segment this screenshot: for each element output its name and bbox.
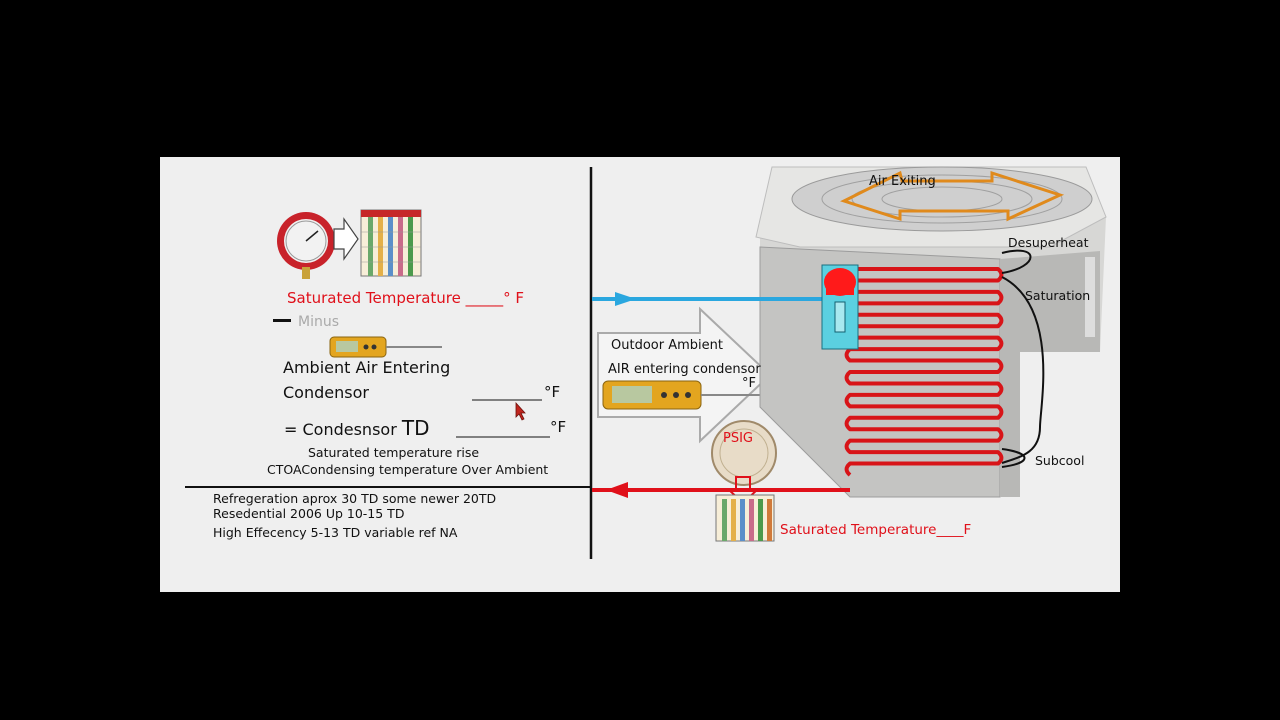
air-exiting-arrow bbox=[840, 170, 1065, 222]
degree-f-label: °F bbox=[742, 376, 756, 391]
minus-dash bbox=[273, 319, 291, 322]
saturated-temperature-bottom-label: Saturated Temperature____F bbox=[780, 522, 972, 538]
liquid-line bbox=[592, 482, 850, 498]
condenser-td-prefix: = Condesnsor bbox=[284, 420, 397, 439]
saturation-label: Saturation bbox=[1025, 288, 1091, 303]
note-line: Refregeration aprox 30 TD some newer 20T… bbox=[213, 491, 497, 506]
condenser-td-label: = Condesnsor TD bbox=[284, 416, 430, 440]
air-entering-label: AIR entering condensor bbox=[608, 362, 761, 377]
digital-thermometer-icon bbox=[329, 336, 442, 358]
ambient-air-label-line1: Ambient Air Entering bbox=[283, 358, 451, 377]
psig-label: PSIG bbox=[723, 431, 753, 446]
mouse-cursor-icon bbox=[515, 401, 526, 421]
condenser-unit bbox=[755, 166, 1107, 498]
digital-thermometer-icon bbox=[602, 380, 782, 410]
subcool-bracket bbox=[1001, 448, 1026, 468]
degree-f-label: °F bbox=[544, 383, 561, 401]
air-exiting-label: Air Exiting bbox=[869, 174, 936, 189]
arrow-right-icon bbox=[333, 217, 359, 261]
note-line: Resedential 2006 Up 10-15 TD bbox=[213, 506, 405, 521]
slide: Saturated Temperature _____° F Minus Amb… bbox=[160, 157, 1120, 592]
ambient-air-label-line2: Condensor bbox=[283, 383, 369, 402]
note-line: High Effecency 5-13 TD variable ref NA bbox=[213, 525, 458, 540]
suction-line bbox=[592, 292, 832, 306]
pt-chart-icon bbox=[715, 494, 775, 542]
rise-label-line1: Saturated temperature rise bbox=[308, 445, 480, 460]
degree-f-label: °F bbox=[550, 418, 567, 436]
desuperheat-bracket bbox=[1001, 249, 1032, 274]
temperature-sensor-icon bbox=[821, 264, 859, 350]
pt-chart-icon bbox=[360, 209, 422, 277]
minus-label: Minus bbox=[298, 314, 340, 330]
td-label: TD bbox=[401, 416, 430, 440]
subcool-label: Subcool bbox=[1035, 453, 1085, 468]
rise-label-line2: CTOACondensing temperature Over Ambient bbox=[267, 462, 549, 477]
saturated-temperature-label: Saturated Temperature _____° F bbox=[287, 289, 525, 307]
diagram-graphics bbox=[185, 166, 1107, 559]
condenser-coil bbox=[844, 267, 1004, 477]
outdoor-ambient-label: Outdoor Ambient bbox=[611, 338, 723, 353]
desuperheat-label: Desuperheat bbox=[1008, 235, 1089, 250]
pressure-gauge-icon bbox=[277, 212, 335, 279]
